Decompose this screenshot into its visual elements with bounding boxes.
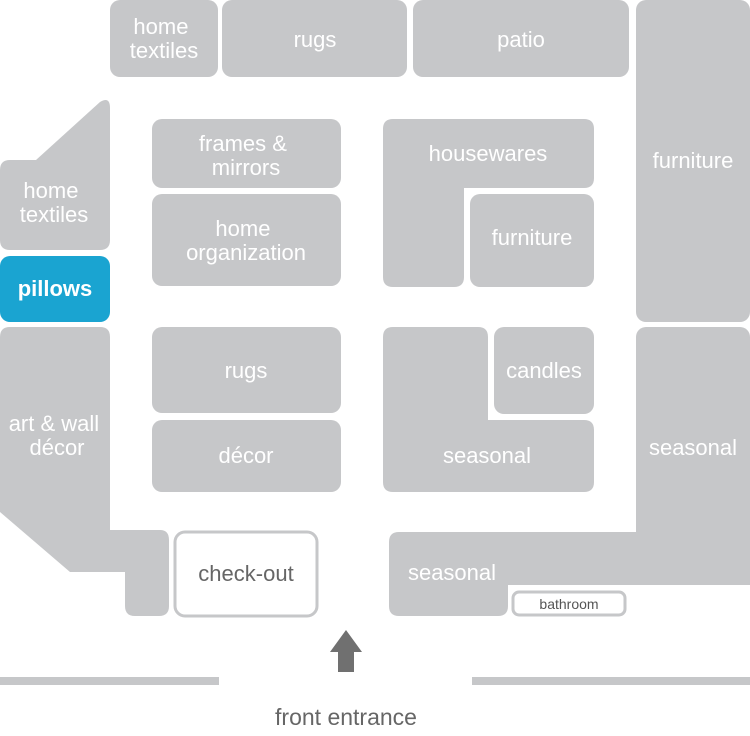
section-furniture-right[interactable]: furniture bbox=[636, 0, 750, 322]
section-label: check-out bbox=[198, 561, 293, 586]
entrance-label: front entrance bbox=[275, 704, 417, 730]
section-label-line: mirrors bbox=[212, 155, 280, 180]
section-shape bbox=[110, 0, 218, 77]
section-checkout[interactable]: check-out bbox=[173, 530, 319, 618]
section-decor[interactable]: décor bbox=[152, 420, 341, 492]
section-shape bbox=[494, 327, 594, 414]
section-shape-outline bbox=[511, 590, 627, 617]
section-shape-highlight bbox=[0, 256, 110, 322]
svg-text:home organization: home organization bbox=[186, 216, 306, 265]
section-patio[interactable]: patio bbox=[413, 0, 629, 77]
section-label: candles bbox=[506, 358, 582, 383]
section-shape bbox=[383, 119, 594, 287]
section-shape bbox=[152, 327, 341, 413]
section-label-line: textiles bbox=[20, 202, 88, 227]
section-housewares[interactable]: housewares bbox=[383, 119, 594, 287]
svg-text:home textiles: home textiles bbox=[20, 178, 88, 227]
section-label: seasonal bbox=[408, 560, 496, 585]
section-shape bbox=[222, 0, 407, 77]
section-shape bbox=[636, 327, 750, 585]
section-furniture-center[interactable]: furniture bbox=[470, 194, 594, 287]
section-shape bbox=[152, 420, 341, 492]
section-label: rugs bbox=[225, 358, 268, 383]
section-rugs-top[interactable]: rugs bbox=[222, 0, 407, 77]
section-seasonal-center[interactable]: seasonal bbox=[383, 327, 594, 492]
section-label: furniture bbox=[653, 148, 734, 173]
section-label: seasonal bbox=[443, 443, 531, 468]
section-pillows[interactable]: pillows bbox=[0, 256, 110, 322]
svg-text:frames & mirrors: frames & mirrors bbox=[199, 131, 293, 180]
arrow-shape bbox=[330, 630, 362, 672]
section-label-line: home bbox=[215, 216, 270, 241]
section-rugs-center[interactable]: rugs bbox=[152, 327, 341, 413]
section-label-line: textiles bbox=[130, 38, 198, 63]
section-label: décor bbox=[218, 443, 273, 468]
section-label: furniture bbox=[492, 225, 573, 250]
section-label-line: art & wall bbox=[9, 411, 99, 436]
section-label: pillows bbox=[18, 276, 93, 301]
section-shape bbox=[152, 194, 341, 286]
section-label-line: home bbox=[133, 14, 188, 39]
section-seasonal-bottom[interactable]: seasonal bbox=[389, 522, 750, 616]
section-home-textiles-left[interactable]: home textiles bbox=[0, 100, 110, 250]
section-label-line: organization bbox=[186, 240, 306, 265]
section-bathroom[interactable]: bathroom bbox=[511, 590, 627, 617]
section-label-line: frames & bbox=[199, 131, 287, 156]
section-label-line: décor bbox=[29, 435, 84, 460]
section-label: housewares bbox=[429, 141, 548, 166]
section-shape bbox=[389, 522, 750, 616]
section-art-wall-decor[interactable]: art & wall décor bbox=[0, 327, 169, 616]
section-shape bbox=[470, 194, 594, 287]
section-shape bbox=[413, 0, 629, 77]
section-shape bbox=[152, 119, 341, 188]
section-candles[interactable]: candles bbox=[494, 327, 594, 414]
svg-text:art & wall décor: art & wall décor bbox=[9, 411, 106, 460]
section-shape bbox=[636, 0, 750, 322]
section-frames-mirrors[interactable]: frames & mirrors bbox=[152, 119, 341, 188]
section-label: patio bbox=[497, 27, 545, 52]
entrance-wall-right bbox=[472, 677, 750, 685]
section-home-organization[interactable]: home organization bbox=[152, 194, 341, 286]
section-shape bbox=[0, 100, 110, 250]
section-label-line: home bbox=[23, 178, 78, 203]
section-label: bathroom bbox=[539, 596, 598, 612]
section-label: seasonal bbox=[649, 435, 737, 460]
section-shape bbox=[0, 327, 169, 616]
up-arrow-icon bbox=[330, 630, 362, 672]
entrance-wall-left bbox=[0, 677, 219, 685]
svg-text:home textiles: home textiles bbox=[130, 14, 198, 63]
section-seasonal-right[interactable]: seasonal bbox=[636, 327, 750, 585]
section-shape bbox=[383, 327, 594, 492]
section-label: rugs bbox=[294, 27, 337, 52]
section-home-textiles-top[interactable]: home textiles bbox=[110, 0, 218, 77]
section-shape-outline bbox=[173, 530, 319, 618]
